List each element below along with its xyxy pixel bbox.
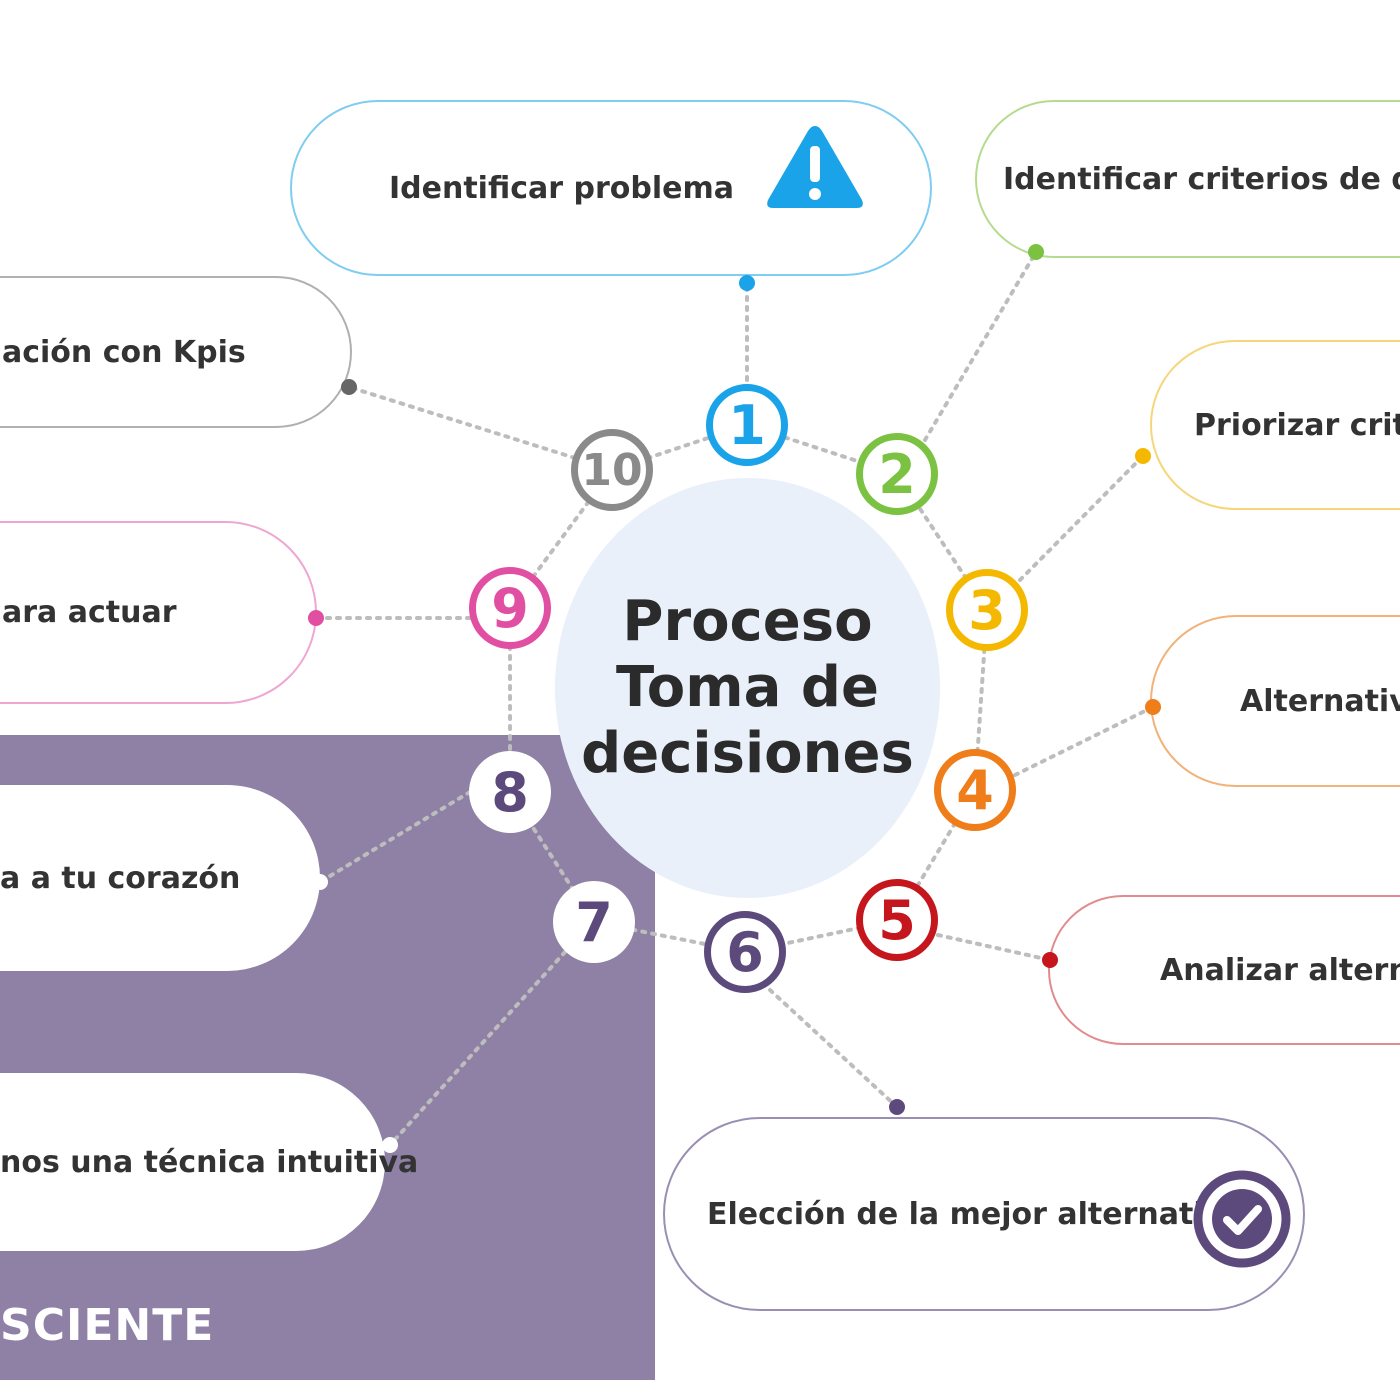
step-5-pill: Analizar alternat: [1048, 895, 1400, 1045]
step-4-pill: Alternativa: [1150, 615, 1400, 787]
center-title-line-2: Toma de: [616, 655, 879, 720]
center-title-line-3: decisiones: [581, 721, 914, 786]
step-6-dot: [889, 1099, 905, 1115]
center-title: Proceso Toma de decisiones: [581, 589, 914, 787]
step-6-label: Elección de la mejor alternativa: [707, 1196, 1244, 1232]
step-3-number: 3: [946, 569, 1028, 651]
step-9-label: ara actuar: [2, 595, 177, 630]
step-10-label: ación con Kpis: [2, 334, 246, 370]
center-title-line-1: Proceso: [622, 589, 873, 654]
step-10-number: 10: [571, 429, 653, 511]
step-2-pill: Identificar criterios de deci: [975, 100, 1400, 258]
step-3-dot: [1135, 448, 1151, 464]
step-5-dot: [1042, 952, 1058, 968]
step-7-label: nos una técnica intuitiva: [0, 1144, 419, 1180]
connector-6: [768, 988, 899, 1109]
step-3-label: Priorizar criteri: [1194, 407, 1400, 443]
step-3-pill: Priorizar criteri: [1150, 340, 1400, 510]
step-1-dot: [739, 275, 755, 291]
center-circle: Proceso Toma de decisiones: [555, 478, 940, 898]
step-6-number: 6: [704, 911, 786, 993]
connector-4: [1013, 705, 1155, 777]
step-5-label: Analizar alternat: [1160, 952, 1400, 988]
connector-5: [936, 933, 1052, 962]
step-8-dot: [312, 874, 328, 890]
step-10-dot: [341, 379, 357, 395]
connector-2: [923, 250, 1038, 442]
connector-3: [1018, 454, 1145, 582]
connector-8: [318, 790, 472, 884]
step-9-pill: ara actuar: [0, 521, 317, 704]
check-circle-icon: [1193, 1170, 1291, 1268]
step-8-pill: a a tu corazón: [0, 785, 320, 971]
step-2-label: Identificar criterios de deci: [1003, 161, 1400, 197]
warning-triangle-icon: [767, 126, 863, 208]
step-5-number: 5: [856, 879, 938, 961]
step-7-dot: [382, 1137, 398, 1153]
step-10-pill: ación con Kpis: [0, 276, 352, 428]
step-8-number: 8: [469, 751, 551, 833]
step-2-number: 2: [856, 433, 938, 515]
step-7-number: 7: [553, 881, 635, 963]
step-8-label: a a tu corazón: [0, 860, 241, 896]
step-1-pill: Identificar problema: [290, 100, 932, 276]
step-2-dot: [1028, 244, 1044, 260]
step-7-pill: nos una técnica intuitiva: [0, 1073, 418, 1251]
step-4-label: Alternativa: [1240, 683, 1400, 719]
connector-7: [388, 950, 567, 1147]
step-4-dot: [1145, 699, 1161, 715]
step-1-label: Identificar problema: [389, 170, 734, 206]
panel-caption: SCIENTE: [0, 1300, 215, 1351]
step-9-number: 9: [469, 567, 551, 649]
step-9-dot: [308, 610, 324, 626]
connector-10: [347, 385, 577, 460]
step-1-number: 1: [706, 384, 788, 466]
step-4-number: 4: [934, 749, 1016, 831]
